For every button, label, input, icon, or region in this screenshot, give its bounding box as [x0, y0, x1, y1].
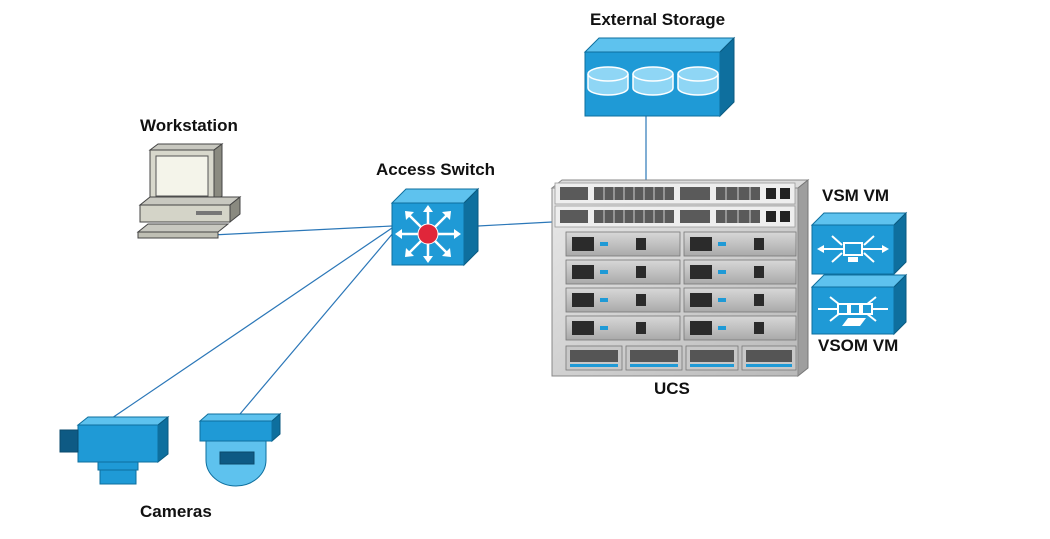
vsom-vm-icon	[810, 273, 908, 336]
cameras-label: Cameras	[140, 502, 212, 521]
fabric-interconnect-rows	[554, 182, 796, 228]
network-links	[111, 116, 647, 419]
dome-camera-icon	[198, 412, 282, 487]
workstation-icon	[136, 143, 242, 239]
external-storage-icon	[583, 36, 736, 118]
vsm-vm-label: VSM VM	[822, 186, 890, 205]
external-storage-label: External Storage	[590, 10, 726, 29]
access-switch-icon	[390, 187, 480, 267]
vsom-vm-label: VSOM VM	[818, 336, 899, 355]
ucs-chassis-icon	[550, 178, 810, 378]
link-switch-ucs	[477, 221, 553, 227]
ucs-label: UCS	[654, 379, 690, 398]
link-camera1-switch	[111, 227, 393, 419]
access-switch-label: Access Switch	[376, 160, 496, 179]
box-camera-icon	[59, 415, 170, 485]
power-supplies	[565, 345, 797, 371]
workstation-label: Workstation	[140, 116, 238, 135]
link-workstation-switch	[191, 225, 393, 237]
vsm-vm-icon	[810, 211, 908, 276]
link-camera2-switch	[239, 231, 395, 415]
blade-servers	[565, 231, 797, 341]
